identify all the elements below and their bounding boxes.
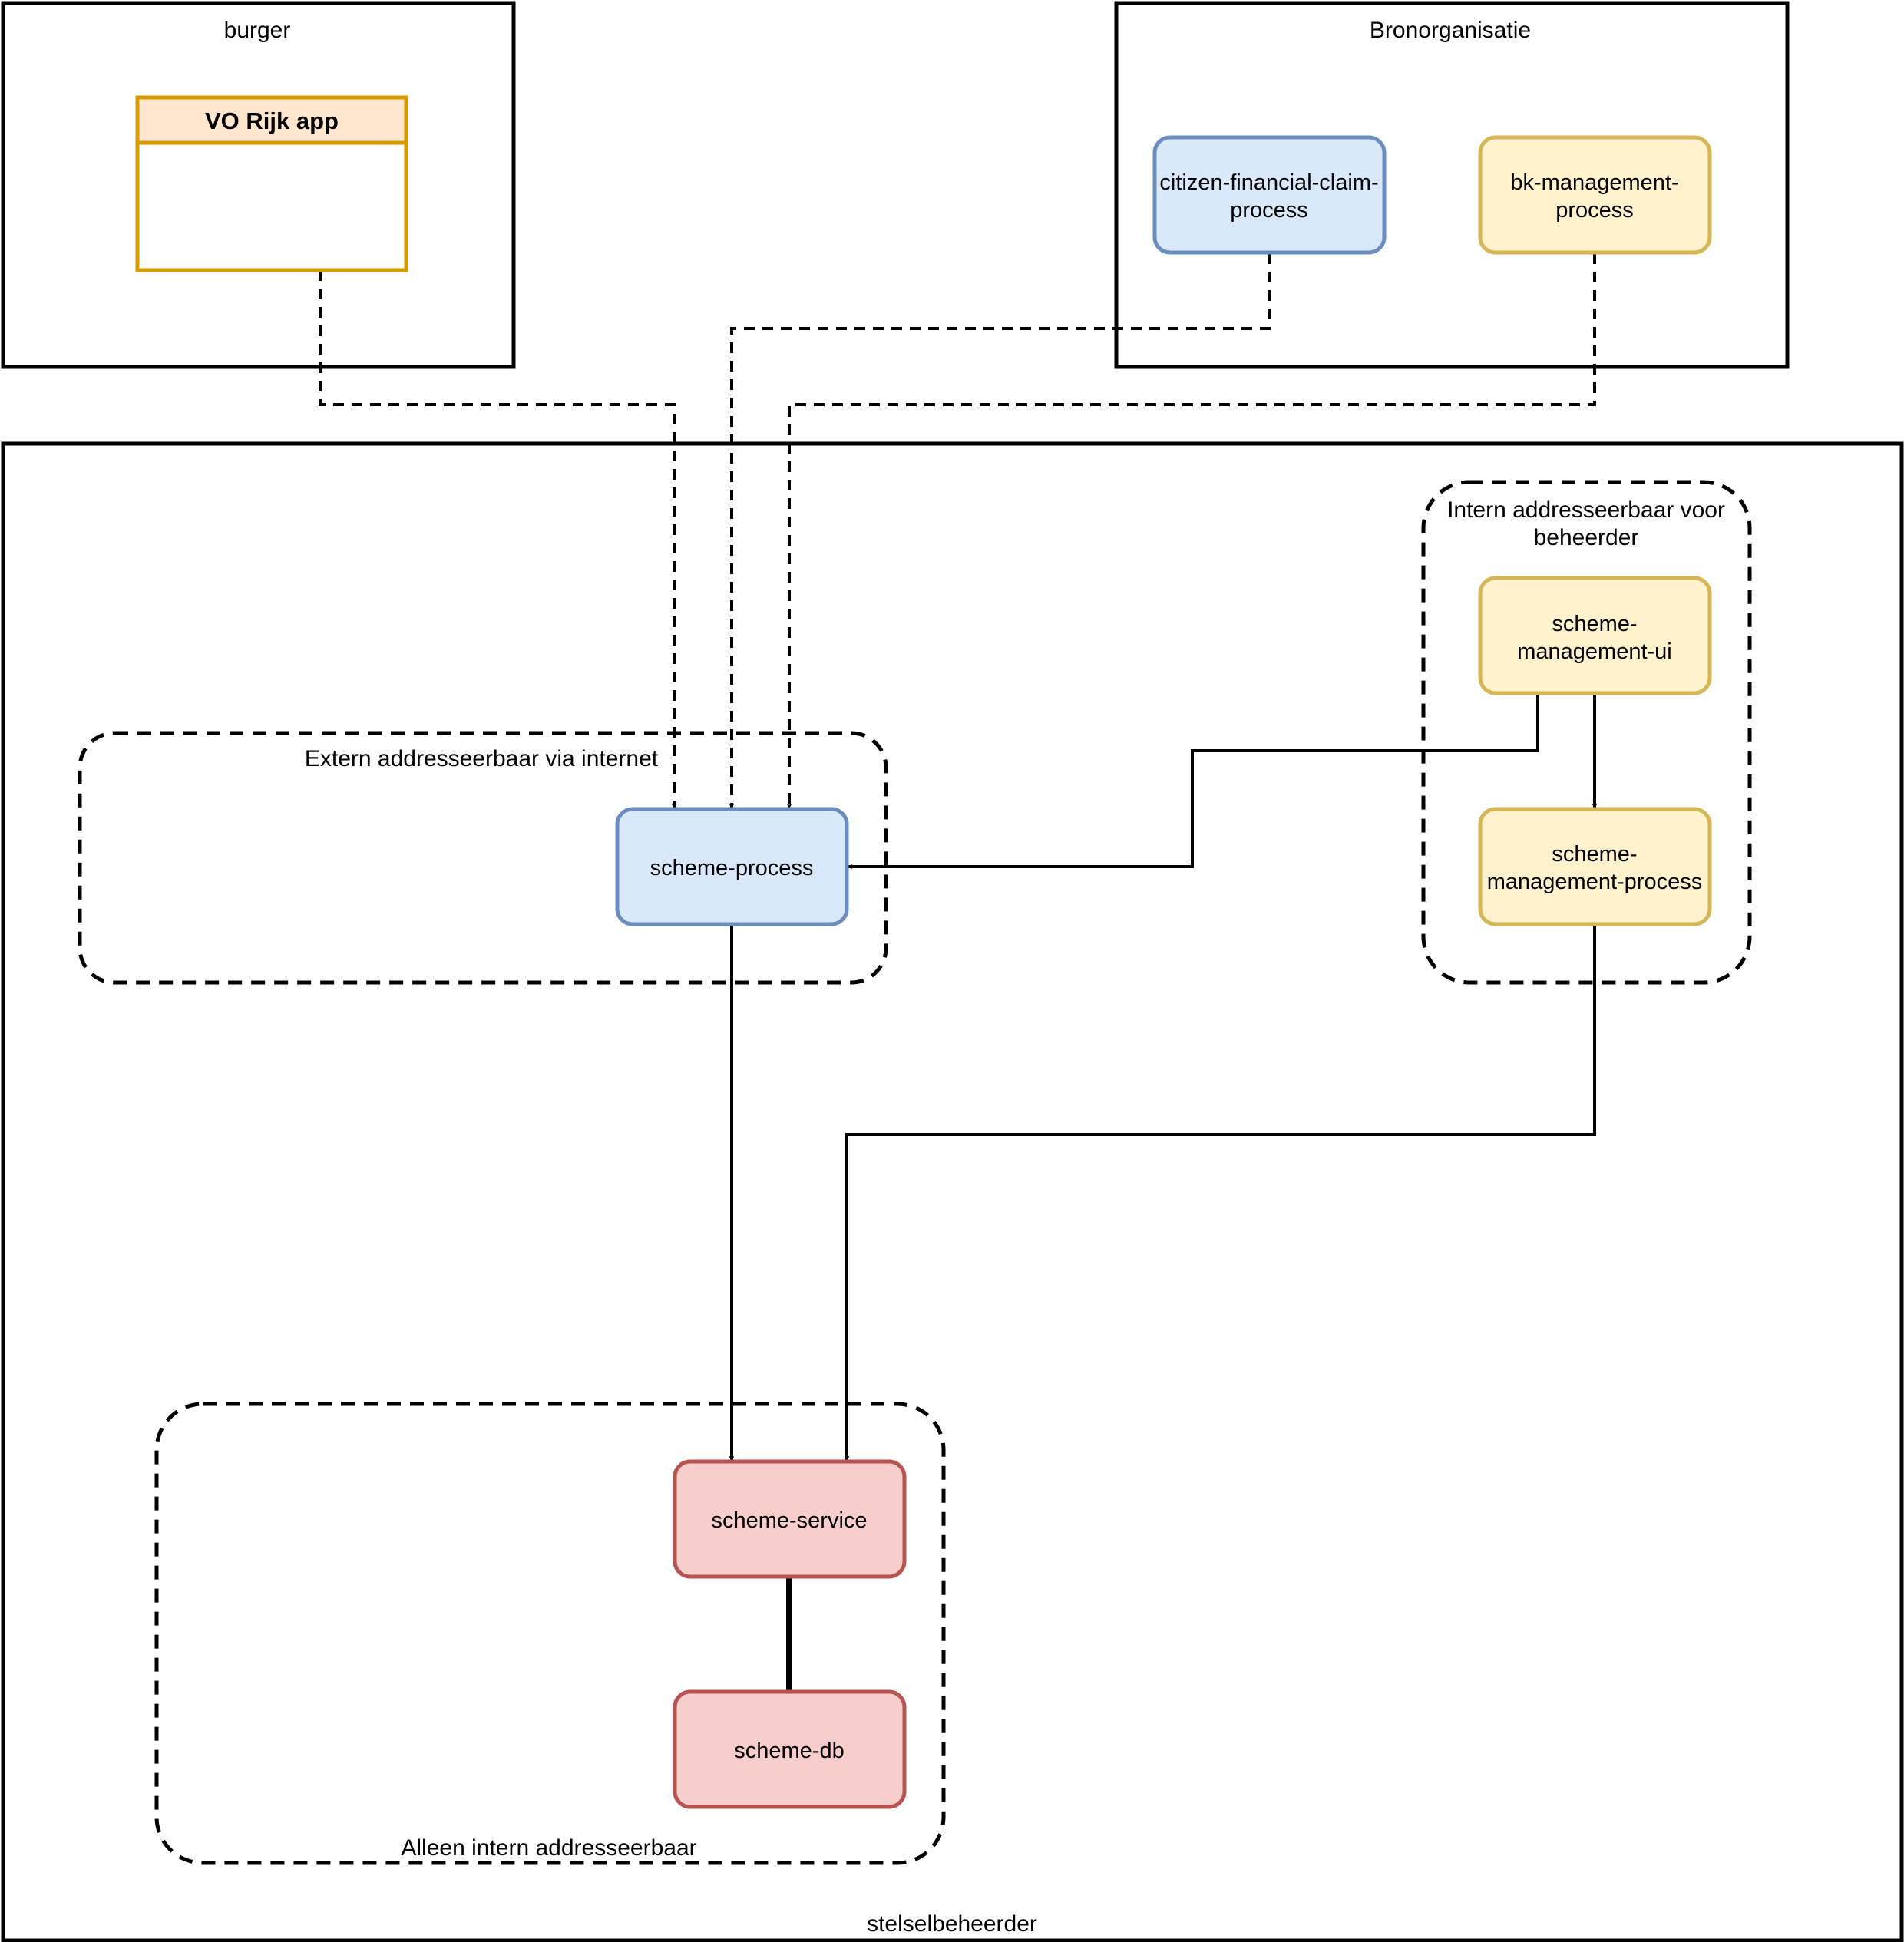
bk-management-process-label-line2: process [1555,198,1634,223]
intern-beheerder-zone-label-line2: beheerder [1534,525,1639,550]
scheme-management-ui-label-line2: management-ui [1517,639,1672,664]
burger-label: burger [224,18,291,43]
extern-zone: Extern addresseerbaar via internet [78,731,888,985]
scheme-management-process-label-line1: scheme- [1552,842,1637,867]
bk-management-process-node[interactable]: bk-management- process [1478,135,1712,255]
connector-bk-management-to-scheme-process [786,253,1596,809]
scheme-service-node[interactable]: scheme-service [673,1459,907,1579]
intern-beheerder-zone-label-line1: Intern addresseerbaar voor [1447,497,1725,523]
citizen-financial-claim-process-node[interactable]: citizen-financial-claim- process [1152,135,1387,255]
vo-rijk-app-label: VO Rijk app [205,107,339,134]
scheme-process-label: scheme-process [650,856,814,880]
citizen-financial-claim-process-label-line1: citizen-financial-claim- [1159,170,1378,195]
connector-citizen-financial-claim-to-scheme-process [729,253,1271,809]
scheme-service-label: scheme-service [711,1508,867,1533]
bronorganisatie-label: Bronorganisatie [1370,18,1531,43]
scheme-management-process-node[interactable]: scheme- management-process [1478,807,1712,926]
vo-rijk-app-component[interactable]: VO Rijk app [135,95,408,272]
stelselbeheerder-label: stelselbeheerder [867,1911,1037,1937]
scheme-db-label: scheme-db [734,1739,844,1763]
connector-management-ui-to-scheme-process [847,693,1539,870]
connector-management-process-to-scheme-service [844,924,1596,1461]
connector-vo-rijk-app-to-scheme-process [319,270,677,809]
extern-zone-label: Extern addresseerbaar via internet [305,746,659,771]
bk-management-process-label-line1: bk-management- [1510,170,1678,195]
scheme-management-ui-node[interactable]: scheme- management-ui [1478,576,1712,695]
scheme-db-node[interactable]: scheme-db [673,1689,907,1809]
alleen-intern-zone: Alleen intern addresseerbaar [154,1402,946,1865]
scheme-management-ui-label-line1: scheme- [1552,612,1637,636]
citizen-financial-claim-process-label-line2: process [1230,198,1308,223]
alleen-intern-zone-label: Alleen intern addresseerbaar [401,1835,696,1861]
scheme-management-process-label-line2: management-process [1487,870,1702,894]
scheme-process-node[interactable]: scheme-process [615,807,849,926]
intern-beheerder-zone: Intern addresseerbaar voor beheerder [1421,480,1752,985]
